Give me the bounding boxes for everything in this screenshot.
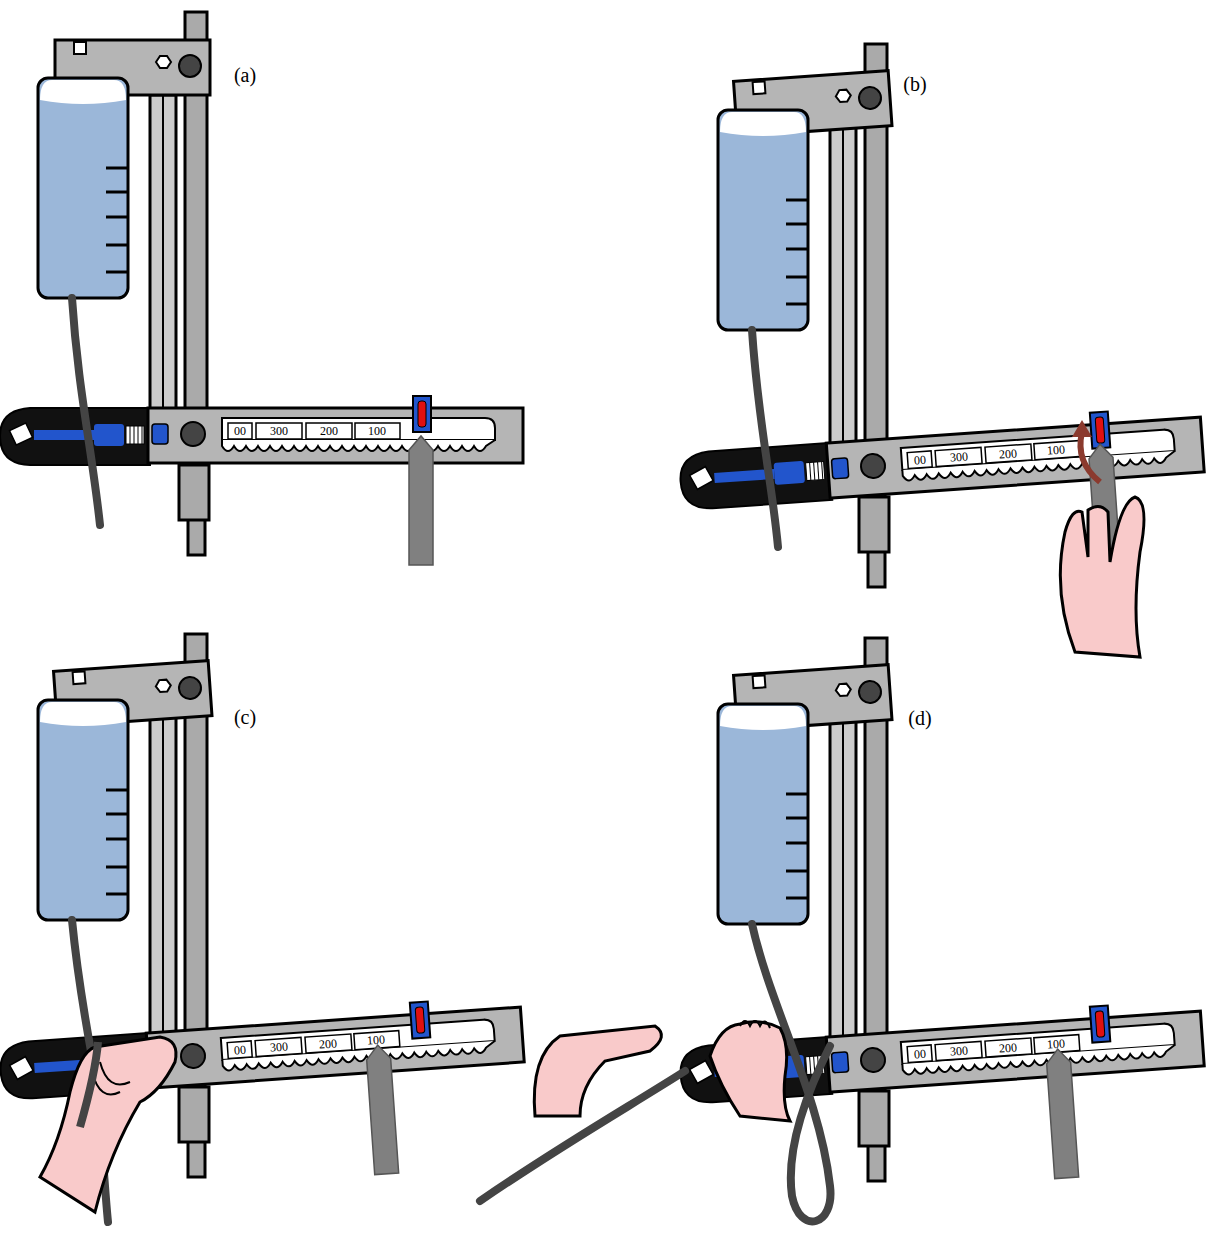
panel-letter: (a) [234, 65, 256, 85]
scale-number: 100 [1047, 1038, 1066, 1051]
panel-c [0, 634, 531, 1222]
panel-d [480, 638, 1209, 1221]
scale-number: 00 [234, 425, 246, 437]
scale-number: 00 [233, 1043, 246, 1056]
panel-b [678, 44, 1209, 657]
panel-letter: (c) [234, 707, 256, 727]
panel-a [0, 12, 523, 565]
scale-number: 00 [913, 453, 926, 466]
scale-number: 100 [367, 1034, 386, 1047]
scale-number: 300 [270, 425, 288, 437]
scale-number: 200 [999, 447, 1018, 460]
scale-number: 300 [269, 1040, 288, 1053]
scale-number: 00 [913, 1047, 926, 1060]
scale-number: 100 [368, 425, 386, 437]
scale-number: 200 [320, 425, 338, 437]
panel-letter: (b) [903, 74, 926, 94]
scale-number: 200 [999, 1041, 1018, 1054]
scale-number: 300 [949, 450, 968, 463]
scale-number: 300 [949, 1044, 968, 1057]
panel-letter: (d) [908, 708, 931, 728]
scale-number: 200 [319, 1037, 338, 1050]
scale-number: 100 [1047, 444, 1066, 457]
